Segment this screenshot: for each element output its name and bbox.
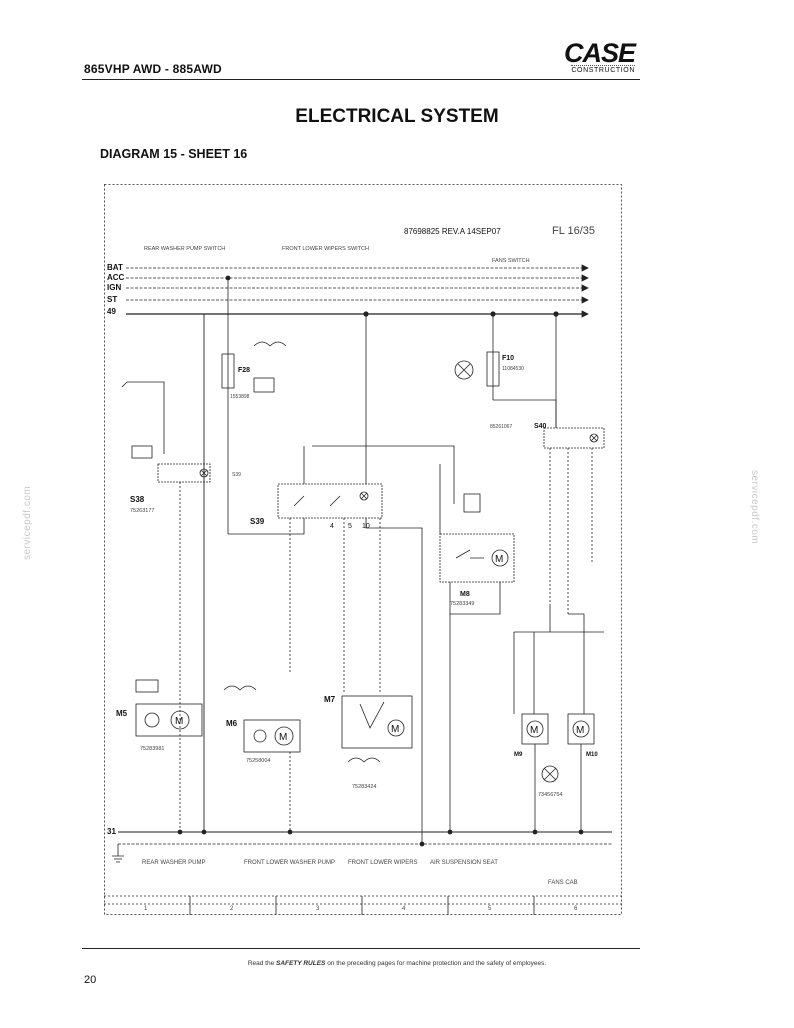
diagram-title: DIAGRAM 15 - SHEET 16 [100, 147, 248, 161]
m8-part: 75283349 [450, 601, 474, 607]
safety-note-suffix: on the preceding pages for machine prote… [327, 960, 547, 967]
m8-air-suspension-seat: M M8 75283349 [439, 464, 515, 832]
m8-label: M8 [460, 591, 470, 598]
bottom-label-fans-cab: FANS CAB [548, 880, 578, 886]
s38-label: S38 [130, 495, 145, 504]
bottom-label-front-washer: FRONT LOWER WASHER PUMP [244, 860, 335, 866]
f10-label: F10 [502, 355, 514, 362]
m5-rear-washer-pump: M M5 75283981 [116, 679, 203, 752]
s40-part: 85261067 [490, 424, 512, 430]
svg-text:M: M [175, 716, 183, 727]
svg-text:M: M [530, 725, 538, 736]
wiring-diagram: 87698825 REV.A 14SEP07 FL 16/35 REAR WAS… [104, 184, 622, 915]
svg-text:M: M [391, 724, 399, 735]
f28-branch: F28 1553898 [221, 278, 287, 534]
s38-branch: S38 75263177 [121, 314, 211, 835]
label-rear-washer-switch: REAR WASHER PUMP SWITCH [144, 246, 225, 252]
s38-part: 75263177 [130, 508, 154, 514]
model-title: 865VHP AWD - 885AWD [84, 62, 222, 76]
rail-49: 49 [107, 307, 116, 316]
bottom-label-air-seat: AIR SUSPENSION SEAT [430, 860, 498, 866]
bottom-label-front-wipers: FRONT LOWER WIPERS [348, 860, 418, 866]
s40-label: S40 [534, 423, 547, 430]
m5-part: 75283981 [140, 746, 164, 752]
footer-rule [82, 948, 640, 949]
grid-1: 1 [144, 906, 148, 912]
safety-note: Read the SAFETY RULES on the preceding p… [0, 960, 794, 967]
s39-part: S39 [232, 472, 241, 478]
case-logo: CASE CONSTRUCTION [533, 38, 637, 78]
m10-label: M10 [586, 752, 598, 758]
fans-branch: F10 11084530 85261067 S40 [454, 314, 605, 614]
watermark-right: servicepdf.com [749, 470, 760, 545]
section-title: ELECTRICAL SYSTEM [295, 106, 499, 127]
m5-label: M5 [116, 709, 128, 718]
m6-label: M6 [226, 719, 238, 728]
rail-bat: BAT [107, 263, 123, 272]
revision-code: 87698825 REV.A 14SEP07 [404, 227, 501, 236]
m7-label: M7 [324, 695, 336, 704]
grid-4: 4 [402, 906, 406, 912]
m6-part: 75258004 [246, 758, 270, 764]
m7-part: 75283424 [352, 784, 376, 790]
m9-label: M9 [514, 752, 523, 758]
rail-ign: IGN [107, 283, 121, 292]
logo-brand: CASE [563, 38, 636, 68]
rail-st: ST [107, 295, 117, 304]
svg-text:M: M [495, 554, 503, 565]
s39-terminal-4: 4 [330, 523, 334, 530]
rail-acc: ACC [107, 273, 125, 282]
m7-front-wipers: M M7 75283424 [324, 695, 413, 790]
page-number: 20 [84, 974, 97, 986]
s39-switch: S39 S39 4 5 10 [228, 314, 455, 844]
diagram-frame [104, 184, 622, 915]
f10-part: 11084530 [502, 366, 524, 372]
s39-terminal-5: 5 [348, 523, 352, 530]
safety-note-prefix: Read the [247, 960, 275, 967]
grid-3: 3 [316, 906, 320, 912]
grid-2: 2 [230, 906, 234, 912]
m6-washer-pump: M M6 75258004 [223, 685, 301, 832]
fans-motors: M M M9 M10 73456754 [513, 604, 604, 832]
ground-rail: 31 [107, 827, 612, 863]
logo-sub: CONSTRUCTION [571, 65, 635, 74]
safety-rules-emphasis: SAFETY RULES [276, 960, 326, 967]
svg-text:M: M [279, 732, 287, 743]
grid-6: 6 [574, 906, 578, 912]
watermark-left: servicepdf.com [22, 485, 33, 560]
rail-31: 31 [107, 827, 116, 836]
header-rule [82, 79, 640, 80]
s39-label: S39 [250, 517, 265, 526]
svg-text:M: M [576, 725, 584, 736]
m10-part: 73456754 [538, 792, 562, 798]
f28-part: 1553898 [230, 394, 250, 400]
power-rails: BAT ACC IGN ST 49 [107, 263, 589, 318]
label-fans-switch: FANS SWITCH [492, 258, 530, 264]
f28-label: F28 [238, 367, 250, 374]
grid-5: 5 [488, 906, 492, 912]
grid-index: 1 2 3 4 5 6 [144, 896, 578, 915]
sheet-ref: FL 16/35 [552, 225, 595, 237]
bottom-label-rear-washer: REAR WASHER PUMP [142, 860, 205, 866]
label-front-wipers-switch: FRONT LOWER WIPERS SWITCH [282, 246, 369, 252]
